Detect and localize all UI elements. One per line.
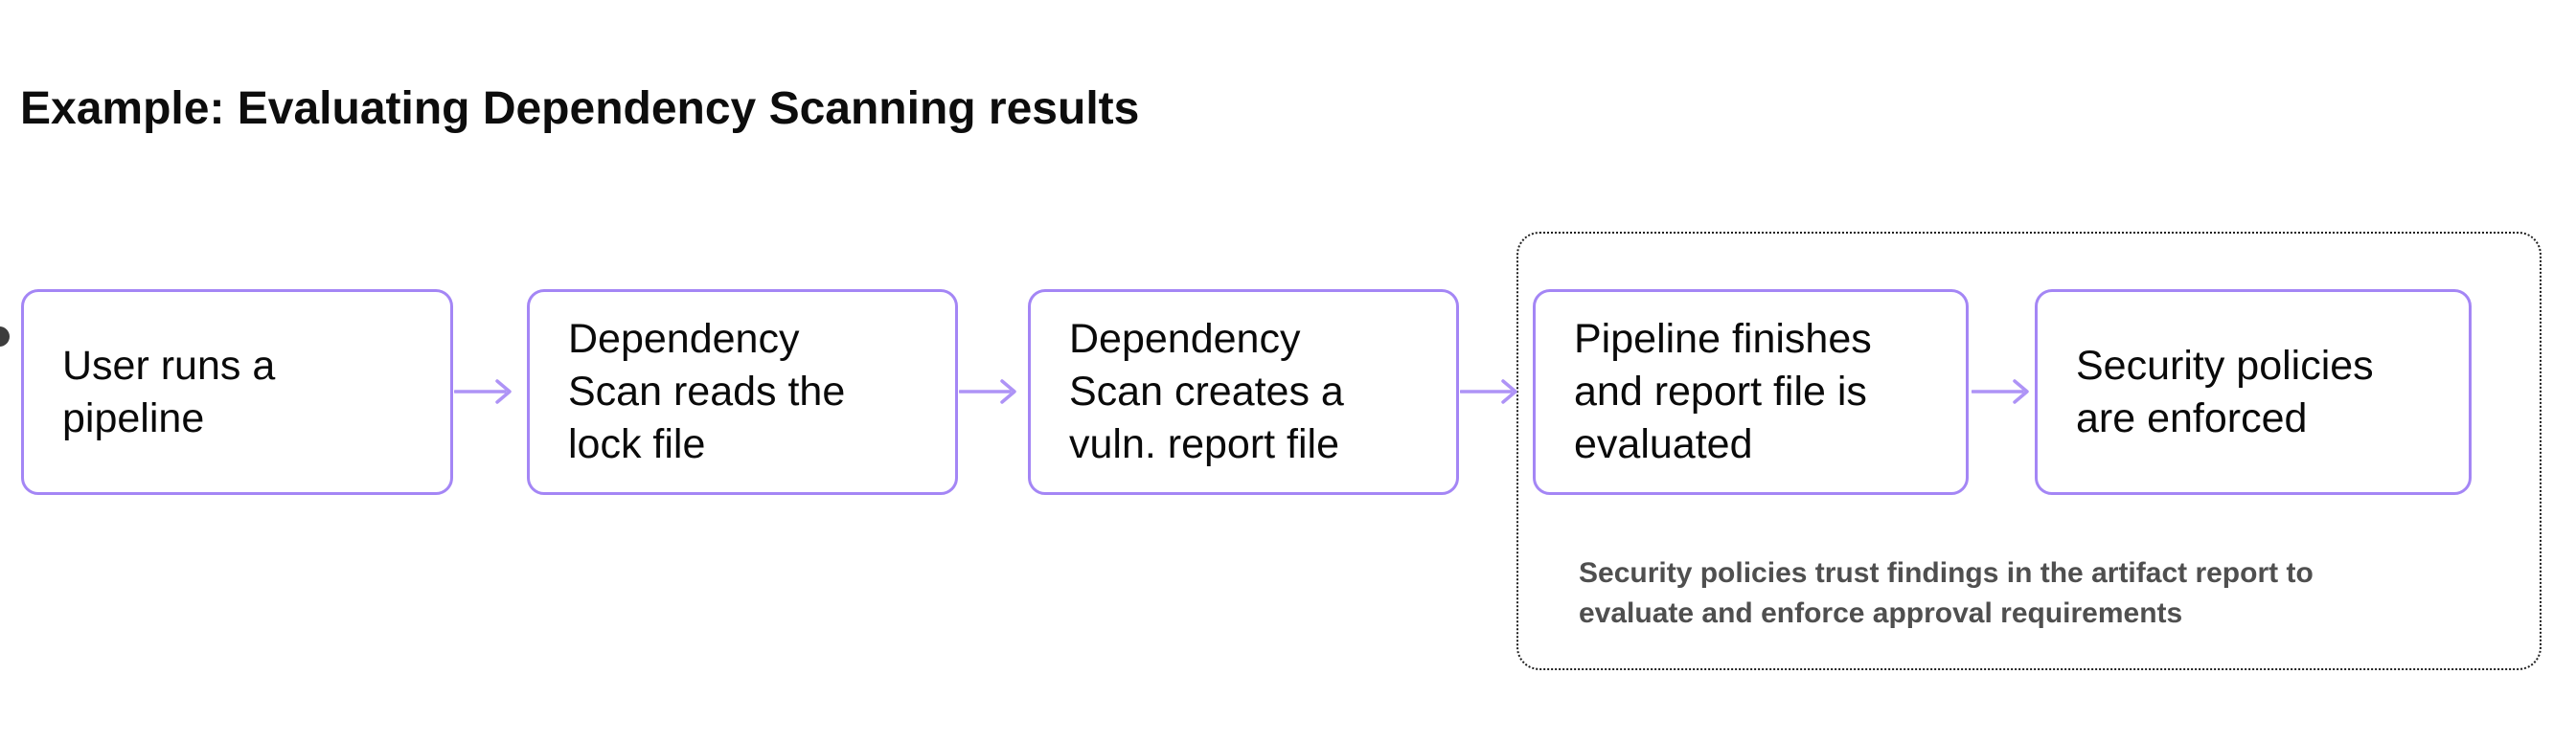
flow-node-policies-enforced: Security policies are enforced	[2035, 289, 2472, 495]
policy-evaluation-group-outline	[1516, 232, 2542, 670]
flow-node-scan-creates-report: Dependency Scan creates a vuln. report f…	[1028, 289, 1459, 495]
flow-node-label: Pipeline finishes and report file is eva…	[1574, 316, 1872, 467]
flow-node-label: Dependency Scan creates a vuln. report f…	[1069, 316, 1344, 467]
flow-node-label: Dependency Scan reads the lock file	[568, 316, 846, 467]
flow-arrow-icon	[454, 379, 512, 404]
flow-node-label: Security policies are enforced	[2076, 342, 2374, 441]
flow-arrow-icon	[959, 379, 1016, 404]
flow-node-scan-reads-lock-file: Dependency Scan reads the lock file	[527, 289, 958, 495]
policy-evaluation-note: Security policies trust findings in the …	[1579, 557, 2314, 629]
flow-arrow-icon	[1460, 379, 1517, 404]
cropped-edge-dot	[0, 326, 10, 347]
diagram-title: Example: Evaluating Dependency Scanning …	[20, 83, 1140, 134]
flow-node-pipeline-finishes-evaluated: Pipeline finishes and report file is eva…	[1533, 289, 1969, 495]
flow-arrow-icon	[1972, 379, 2029, 404]
flow-node-label: User runs a pipeline	[62, 342, 276, 441]
flow-node-user-runs-pipeline: User runs a pipeline	[21, 289, 453, 495]
